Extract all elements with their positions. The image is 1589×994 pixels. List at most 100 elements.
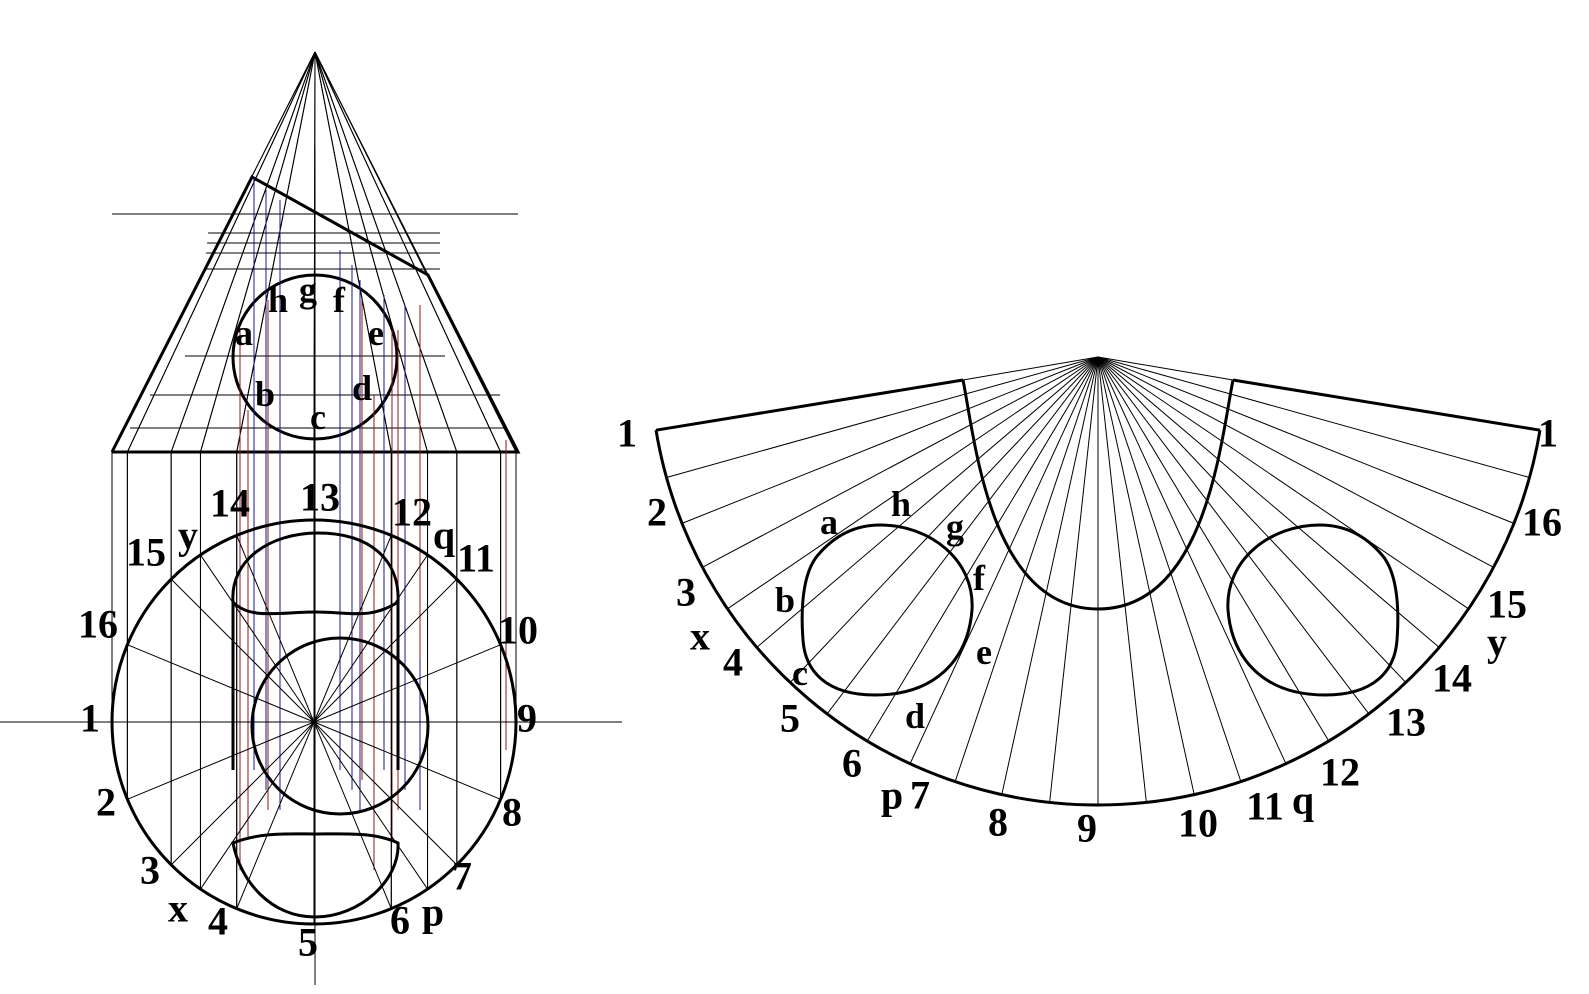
development-edge-label: 1: [617, 411, 637, 456]
development-edge-label: 4: [723, 640, 743, 685]
top-view-point-label: 3: [140, 848, 160, 893]
development-radial-line: [702, 356, 1099, 568]
development-edge-label: 7: [910, 773, 930, 818]
cone-generator-line: [314, 51, 392, 453]
development-hole-label: h: [891, 484, 911, 524]
development-radial-line: [1097, 356, 1494, 568]
hole-left-development: [800, 523, 974, 697]
radial-line: [236, 721, 315, 909]
development-radial-line: [681, 356, 1099, 524]
top-view: [0, 452, 622, 926]
development-view: [654, 356, 1542, 807]
development-radial-line: [1097, 356, 1242, 782]
front-hole-label: b: [255, 374, 275, 414]
development-edge-label: y: [1487, 620, 1507, 665]
front-hole-label: g: [299, 270, 317, 310]
development-edge-label: 1: [1538, 411, 1558, 456]
cone-generator-line: [199, 51, 316, 453]
top-view-point-label: p: [422, 890, 444, 935]
top-view-point-label: 16: [78, 602, 118, 647]
truncated-cone-outline: [110, 174, 521, 454]
development-radial-line: [1097, 356, 1407, 683]
radial-line: [170, 578, 315, 723]
top-view-point-label: q: [433, 513, 455, 558]
top-view-point-label: 12: [392, 490, 432, 535]
development-edge-left: [655, 378, 964, 432]
top-view-point-label: 10: [498, 608, 538, 653]
top-view-point-label: x: [168, 886, 188, 931]
radial-line: [200, 721, 315, 890]
development-radial-line: [789, 356, 1099, 683]
radial-line: [313, 721, 501, 800]
development-radial-line: [1097, 356, 1287, 764]
radial-line: [236, 535, 315, 723]
top-view-point-label: 15: [126, 530, 166, 575]
top-view-point-label: 11: [457, 536, 495, 581]
top-view-point-label: 8: [502, 790, 522, 835]
development-hole-label: c: [792, 653, 808, 693]
upper-section-curve: [231, 531, 400, 616]
development-edge-label: 9: [1077, 806, 1097, 851]
front-hole-label: f: [333, 280, 346, 320]
cone-generator-line: [314, 51, 502, 453]
radial-line: [127, 721, 315, 800]
development-edge-label: q: [1292, 778, 1314, 823]
development-radial-line: [1097, 356, 1370, 715]
development-edge-label: 5: [780, 696, 800, 741]
radial-line: [313, 554, 428, 723]
top-view-point-label: 6: [390, 898, 410, 943]
front-hole-label: e: [368, 313, 384, 353]
radial-line: [127, 644, 315, 723]
top-view-point-label: 14: [210, 481, 250, 526]
development-radial-line: [666, 356, 1099, 478]
development-radial-line: [727, 356, 1099, 610]
development-edge-label: 6: [842, 741, 862, 786]
front-hole-label: h: [268, 280, 288, 320]
development-radial-line: [1097, 356, 1330, 742]
top-view-point-label: 7: [452, 854, 472, 899]
development-edge-label: p: [881, 773, 903, 818]
development-edge-label: 13: [1386, 700, 1426, 745]
development-radial-line: [1097, 356, 1195, 795]
top-view-point-label: 5: [298, 920, 318, 965]
development-radial-line: [1001, 356, 1099, 795]
cone-generator-line: [170, 51, 316, 453]
development-edge-label: 2: [647, 490, 667, 535]
development-radial-line: [1097, 356, 1440, 648]
development-hole-label: b: [775, 580, 795, 620]
development-radial-line: [1097, 356, 1515, 524]
development-hole-label: a: [820, 502, 838, 542]
development-edge-label: x: [690, 614, 710, 659]
top-cut-curve: [961, 379, 1235, 611]
development-radial-line: [954, 356, 1099, 782]
development-edge-label: 3: [676, 570, 696, 615]
radial-line: [200, 554, 315, 723]
top-view-point-label: 1: [80, 696, 100, 741]
development-radial-line: [1097, 356, 1234, 381]
development-edge-right: [1232, 378, 1541, 432]
radial-line: [313, 721, 458, 866]
cone-generator-line: [314, 51, 429, 453]
cone-generator-line: [126, 51, 316, 453]
development-hole-label: g: [946, 507, 964, 547]
inner-circle: [250, 636, 430, 816]
development-radial-line: [1049, 356, 1099, 803]
development-edge-label: 8: [988, 800, 1008, 845]
development-radial-line: [1097, 356, 1147, 803]
lower-section-curve: [231, 832, 400, 919]
development-edge-label: 11: [1246, 784, 1284, 829]
top-view-point-label: 4: [208, 899, 228, 944]
development-hole-label: d: [905, 696, 925, 736]
development-radial-line: [1097, 356, 1530, 478]
radial-line: [313, 535, 392, 723]
radial-line: [313, 721, 392, 909]
top-view-point-label: 13: [300, 475, 340, 520]
top-view-point-label: y: [178, 513, 198, 558]
radial-line: [313, 721, 428, 890]
development-radial-line: [756, 356, 1099, 648]
top-view-point-label: 9: [517, 696, 537, 741]
development-radial-line: [826, 356, 1099, 715]
development-radial-line: [909, 356, 1099, 764]
